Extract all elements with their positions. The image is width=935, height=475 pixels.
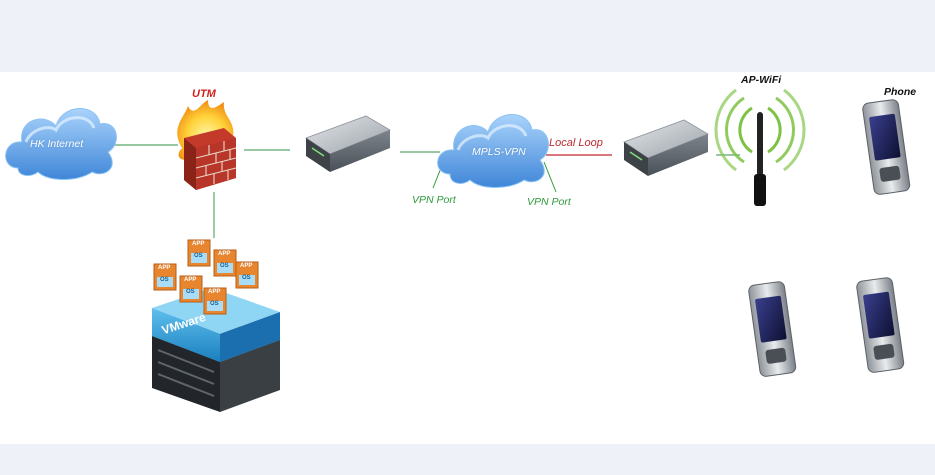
vm-tile-app-text: APP [208,289,221,295]
antenna-icon [714,88,806,206]
firewall-icon [177,100,237,190]
server-icon [152,239,280,412]
phone-icon [862,99,911,195]
cloud-icon [5,108,117,180]
vpn-port-right-label: VPN Port [527,196,571,208]
footer-band [0,444,935,475]
header-band [0,0,935,72]
vm-tile-app-text: APP [158,265,171,271]
vm-tile-os-text: OS [194,253,203,259]
utm-label: UTM [192,88,216,100]
switch-icon [623,119,709,176]
vm-tile-os-text: OS [186,289,195,295]
vm-tile-os-text: OS [242,275,251,281]
ap-wifi-label: AP-WiFi [741,74,782,86]
vpn-port-left-label: VPN Port [412,194,456,206]
mpls-vpn-label: MPLS-VPN [472,146,526,158]
vm-tile-app-text: APP [192,241,205,247]
vm-tile-app-text: APP [218,251,231,257]
vm-tile-os-text: OS [220,263,229,269]
hk-internet-label: HK Internet [30,138,84,150]
vpn-port-right-pointer [543,161,557,193]
switch-icon [305,115,391,172]
vm-tile-app-text: APP [240,263,253,269]
local-loop-label: Local Loop [549,137,603,149]
vm-tile-os-text: OS [160,277,169,283]
cloud-icon [437,114,549,188]
phone-icon [748,281,797,377]
phone-label: Phone [884,86,917,98]
vm-tiles [153,239,259,315]
phone-icon [856,277,905,373]
vm-tile-app-text: APP [184,277,197,283]
vm-tile-os-text: OS [210,301,219,307]
